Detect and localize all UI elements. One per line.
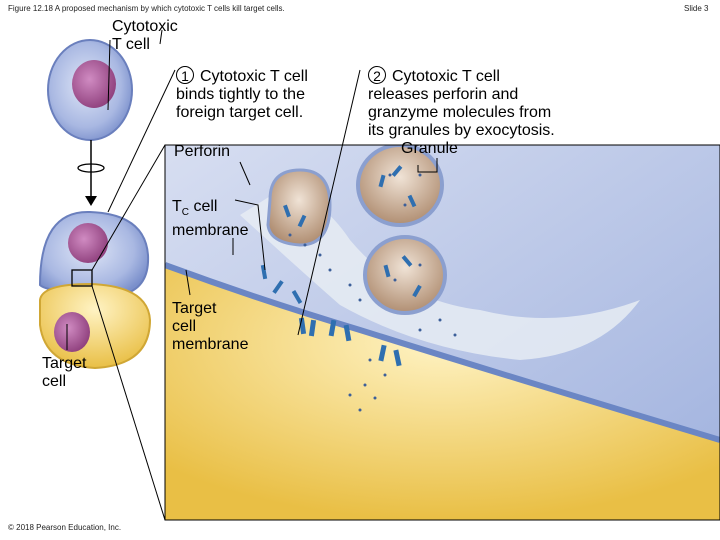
leader-granule [417,158,438,173]
step-2-number: 2 [368,66,386,84]
tc-label-main: T [172,198,182,215]
granule-3 [363,235,447,315]
down-arrow-icon [77,140,105,206]
leader-cytotoxic-cell [107,39,111,111]
perforin-molecules [260,165,422,367]
slide-number: Slide 3 [684,4,709,13]
leader-target-membrane [185,269,191,296]
step-2-text: Cytotoxic T cell releases perforin and g… [368,68,555,139]
leader-tc-membrane [234,199,266,271]
tc-label-line2: membrane [172,222,249,240]
label-target-cell: Target cell [42,355,87,390]
leader-step2 [297,69,361,336]
label-tc-cell-membrane: TC cell membrane [172,198,248,240]
tcell-target-pair-illustration [38,210,152,370]
tc-label-rest: cell [189,198,218,215]
granule-2 [356,145,444,227]
label-perforin: Perforin [174,143,231,160]
tc-label-sub: C [181,207,190,219]
cytotoxic-t-cell-illustration [47,39,133,141]
leader-cytotoxic [159,29,163,45]
label-target-cell-membrane: Target cell membrane [172,300,249,353]
label-cytotoxic-t-cell: Cytotoxic T cell [112,18,178,53]
granule-1 [266,168,332,247]
step-1-number: 1 [176,66,194,84]
granzyme-dots [288,173,457,412]
leader-step1 [107,69,176,213]
copyright: © 2018 Pearson Education, Inc. [8,523,122,532]
step-1-text: Cytotoxic T cell binds tightly to the fo… [176,68,308,121]
leader-perforin [239,161,251,186]
zoomed-panel [164,144,720,521]
figure-title: Figure 12.18 A proposed mechanism by whi… [8,4,285,13]
label-granule: Granule [401,140,458,157]
